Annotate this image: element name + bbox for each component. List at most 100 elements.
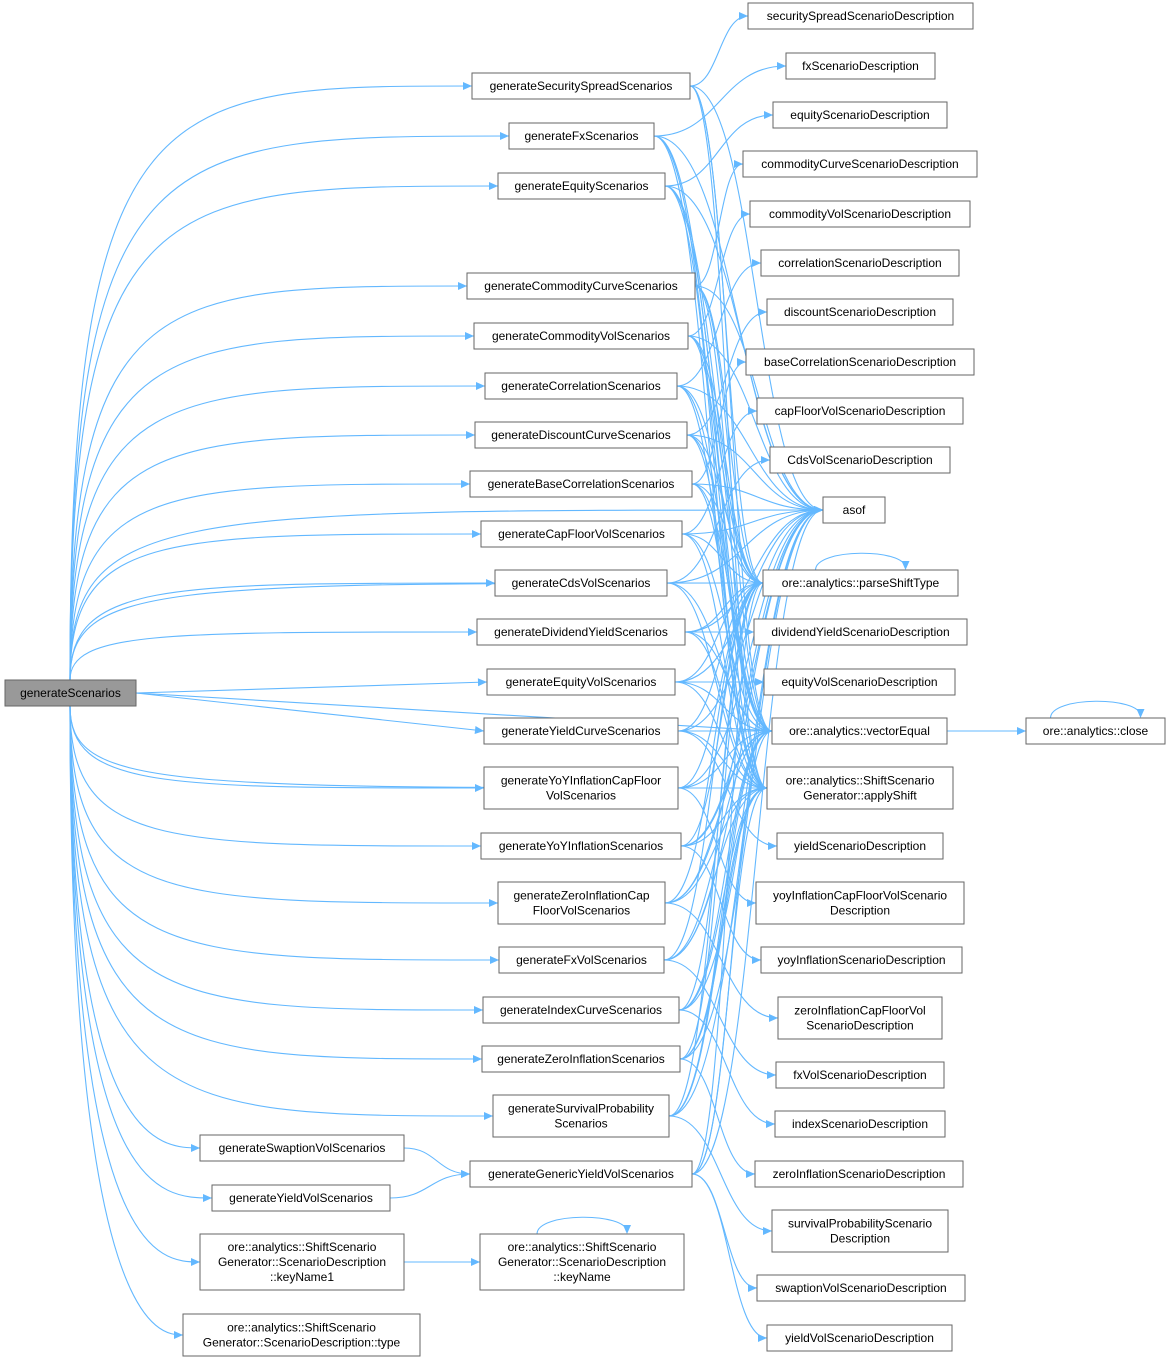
edge-yoyCapGen-parseShift [677, 582, 764, 789]
nodes-layer: generateScenarios generateSecuritySpreadS… [4, 2, 1166, 1357]
edge-root-keyName1 [69, 705, 201, 1263]
node-divDesc[interactable]: dividendYieldScenarioDescription [753, 618, 968, 646]
node-eqVolGen[interactable]: generateEquityVolScenarios [486, 668, 676, 696]
node-box [199, 1233, 405, 1291]
node-fxDesc[interactable]: fxScenarioDescription [785, 52, 936, 80]
node-closeNode[interactable]: ore::analytics::close [1025, 717, 1166, 745]
node-eqVolDesc[interactable]: equityVolScenarioDescription [763, 668, 956, 696]
edge-secSpreadGen-secSpreadDesc-arrowhead [739, 12, 748, 20]
node-box [754, 1160, 964, 1188]
node-fxVolDesc[interactable]: fxVolScenarioDescription [775, 1061, 945, 1089]
node-fxVolGen[interactable]: generateFxVolScenarios [498, 946, 665, 974]
edge-eqGen-eqDesc [664, 114, 774, 187]
edge-closeNode-closeNode-arrowhead [1136, 709, 1145, 718]
node-root[interactable]: generateScenarios [4, 679, 137, 707]
node-zeroGen[interactable]: generateZeroInflationScenarios [481, 1045, 681, 1073]
node-label: zeroInflationScenarioDescription [773, 1167, 946, 1181]
edge-root-fxVolGen-arrowhead [490, 956, 499, 964]
edge-root-yieldVolGen [69, 705, 213, 1199]
node-yoyDesc[interactable]: yoyInflationScenarioDescription [760, 946, 963, 974]
edge-secSpreadGen-asof [689, 85, 824, 511]
node-box [471, 72, 691, 100]
edge-swaptionGen-genericYieldVol [403, 1147, 471, 1175]
node-label: securitySpreadScenarioDescription [767, 9, 954, 23]
node-corrGen[interactable]: generateCorrelationScenarios [484, 372, 678, 400]
node-zeroDesc[interactable]: zeroInflationScenarioDescription [754, 1160, 964, 1188]
edge-divGen-asof [684, 509, 824, 633]
node-yoyGen[interactable]: generateYoYInflationScenarios [480, 832, 682, 860]
node-label: yoyInflationScenarioDescription [777, 953, 945, 967]
node-fxGen[interactable]: generateFxScenarios [508, 122, 655, 150]
node-corrDesc[interactable]: correlationScenarioDescription [760, 249, 960, 277]
node-label: VolScenarios [546, 789, 616, 803]
node-keyName[interactable]: ore::analytics::ShiftScenarioGenerator::… [479, 1233, 685, 1291]
node-swaptionDesc[interactable]: swaptionVolScenarioDescription [756, 1274, 966, 1302]
node-commVolDesc[interactable]: commodityVolScenarioDescription [749, 200, 971, 228]
node-swaptionGen[interactable]: generateSwaptionVolScenarios [199, 1134, 405, 1162]
node-zeroCapGen[interactable]: generateZeroInflationCapFloorVolScenario… [497, 881, 666, 925]
node-discDesc[interactable]: discountScenarioDescription [766, 298, 954, 326]
node-yieldVolGen[interactable]: generateYieldVolScenarios [211, 1184, 391, 1212]
node-yieldCurveGen[interactable]: generateYieldCurveScenarios [483, 717, 679, 745]
node-box [745, 348, 975, 376]
node-commCurveDesc[interactable]: commodityCurveScenarioDescription [742, 150, 978, 178]
edge-root-baseCorrGen-arrowhead [461, 480, 470, 488]
node-box [492, 1094, 670, 1138]
node-box [760, 946, 963, 974]
node-label: dividendYieldScenarioDescription [771, 625, 949, 639]
node-parseShift[interactable]: ore::analytics::parseShiftType [762, 569, 959, 597]
node-label: generateDividendYieldScenarios [494, 625, 668, 639]
node-secSpreadGen[interactable]: generateSecuritySpreadScenarios [471, 72, 691, 100]
edge-eqGen-parseShift [664, 185, 764, 584]
node-divGen[interactable]: generateDividendYieldScenarios [476, 618, 686, 646]
edge-yoyGen-yoyDesc [680, 845, 762, 961]
node-yoyCapDesc[interactable]: yoyInflationCapFloorVolScenarioDescripti… [755, 881, 965, 925]
node-secSpreadDesc[interactable]: securitySpreadScenarioDescription [747, 2, 974, 30]
node-yieldVolDesc[interactable]: yieldVolScenarioDescription [766, 1324, 953, 1352]
node-applyShift[interactable]: ore::analytics::ShiftScenarioGenerator::… [766, 766, 954, 810]
node-box [494, 569, 668, 597]
node-zeroCapDesc[interactable]: zeroInflationCapFloorVolScenarioDescript… [777, 996, 943, 1040]
node-cdsVolDesc[interactable]: CdsVolScenarioDescription [769, 446, 951, 474]
edge-fxGen-fxDesc [653, 65, 787, 137]
node-label: generateCorrelationScenarios [501, 379, 660, 393]
edge-capFloorGen-capFloorDesc [681, 410, 758, 535]
node-box [822, 496, 886, 524]
node-yieldDesc[interactable]: yieldScenarioDescription [776, 832, 944, 860]
node-asof[interactable]: asof [822, 496, 886, 524]
edge-vecEqual-closeNode-arrowhead [1017, 727, 1026, 735]
node-eqDesc[interactable]: equityScenarioDescription [772, 101, 948, 129]
node-capFloorGen[interactable]: generateCapFloorVolScenarios [480, 520, 683, 548]
node-label: survivalProbabilityScenario [788, 1217, 932, 1231]
node-typeNode[interactable]: ore::analytics::ShiftScenarioGenerator::… [182, 1313, 421, 1357]
node-baseCorrDesc[interactable]: baseCorrelationScenarioDescription [745, 348, 975, 376]
node-baseCorrGen[interactable]: generateBaseCorrelationScenarios [469, 470, 693, 498]
node-keyName1[interactable]: ore::analytics::ShiftScenarioGenerator::… [199, 1233, 405, 1291]
node-genericYieldVol[interactable]: generateGenericYieldVolScenarios [469, 1160, 693, 1188]
node-box [762, 569, 959, 597]
edge-eqGen-eqDesc-arrowhead [764, 111, 773, 119]
node-indexGen[interactable]: generateIndexCurveScenarios [482, 996, 680, 1024]
edge-fxVolGen-fxVolDesc-arrowhead [767, 1071, 776, 1079]
node-box [755, 881, 965, 925]
node-eqGen[interactable]: generateEquityScenarios [497, 172, 666, 200]
node-indexDesc[interactable]: indexScenarioDescription [774, 1110, 946, 1138]
node-commVolGen[interactable]: generateCommodityVolScenarios [473, 322, 689, 350]
edge-survGen-parseShift [668, 582, 764, 1117]
node-label: ::keyName1 [270, 1270, 334, 1284]
node-capFloorDesc[interactable]: capFloorVolScenarioDescription [756, 397, 964, 425]
node-label: yieldVolScenarioDescription [785, 1331, 934, 1345]
node-vecEqual[interactable]: ore::analytics::vectorEqual [771, 717, 948, 745]
node-box [483, 766, 679, 810]
edge-keyName-keyName-arrowhead [623, 1225, 631, 1234]
edge-root-asof [69, 509, 824, 681]
node-box [466, 272, 696, 300]
edge-root-eqVolGen [135, 681, 488, 694]
edge-root-survGen [69, 705, 494, 1117]
node-discGen[interactable]: generateDiscountCurveScenarios [474, 421, 688, 449]
node-commCurveGen[interactable]: generateCommodityCurveScenarios [466, 272, 696, 300]
node-cdsVolGen[interactable]: generateCdsVolScenarios [494, 569, 668, 597]
